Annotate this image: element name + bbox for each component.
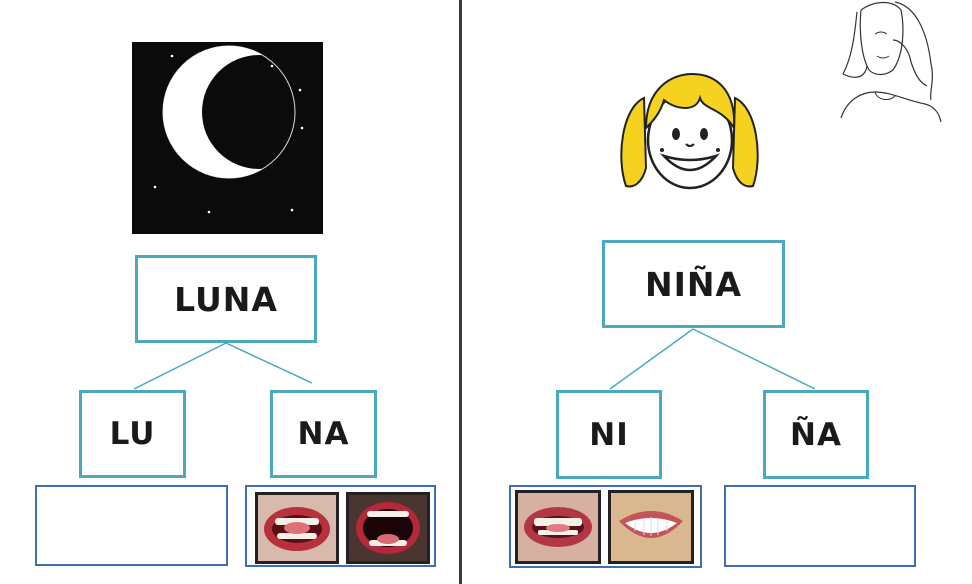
smiling-mouth-tongue-icon — [524, 507, 592, 547]
syllable-ni: NI — [589, 416, 629, 453]
syllable-na: NA — [297, 416, 350, 452]
syllable-box-lu: LU — [79, 390, 186, 478]
wide-open-mouth-icon — [356, 502, 420, 554]
mouth-picture-1 — [255, 492, 339, 564]
moon-picture — [132, 42, 323, 234]
girl-picture — [612, 68, 767, 193]
answer-box-ni — [509, 485, 702, 568]
moon-icon — [132, 42, 323, 234]
girl-face-icon — [620, 72, 759, 190]
syllable-nya: ÑA — [790, 416, 842, 453]
sign-language-figure-icon — [840, 1, 942, 123]
word-box-luna: LUNA — [135, 255, 317, 343]
mouth-picture-4 — [608, 490, 694, 564]
sign-figure-picture — [835, 0, 945, 124]
answer-box-na — [245, 485, 436, 567]
syllable-box-nya: ÑA — [763, 390, 869, 479]
answer-box-lu[interactable] — [35, 485, 228, 566]
center-divider — [459, 0, 462, 584]
syllable-lu: LU — [109, 416, 156, 452]
word-box-nina: NIÑA — [602, 240, 785, 328]
word-nina: NIÑA — [644, 264, 743, 304]
open-mouth-tongue-icon — [264, 507, 330, 551]
mouth-picture-3 — [515, 490, 601, 564]
syllable-box-ni: NI — [556, 390, 662, 479]
teeth-smile-icon — [619, 511, 683, 538]
answer-box-nya[interactable] — [724, 485, 916, 567]
word-luna: LUNA — [174, 279, 278, 319]
syllable-box-na: NA — [270, 390, 377, 478]
mouth-picture-2 — [346, 492, 430, 564]
